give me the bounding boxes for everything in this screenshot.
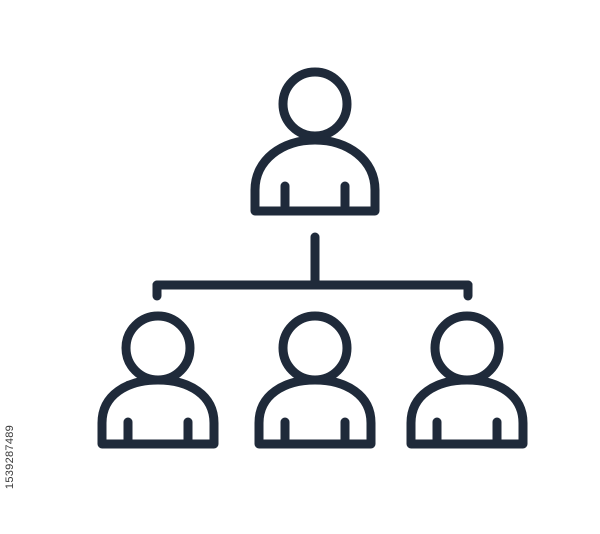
person-icon-right — [406, 311, 528, 449]
person-head — [430, 311, 504, 385]
person-body — [250, 135, 380, 216]
person-head — [278, 311, 352, 385]
person-head — [121, 311, 195, 385]
person-icon-middle — [254, 311, 376, 449]
person-body — [406, 375, 528, 449]
stock-id-watermark: 1539287489 — [2, 392, 18, 522]
person-icon-top — [250, 67, 380, 216]
person-body — [97, 375, 219, 449]
stock-id-text: 1539287489 — [4, 424, 16, 490]
connector-lines — [152, 232, 473, 301]
person-head — [278, 67, 352, 141]
person-icon-left — [97, 311, 219, 449]
person-body — [254, 375, 376, 449]
